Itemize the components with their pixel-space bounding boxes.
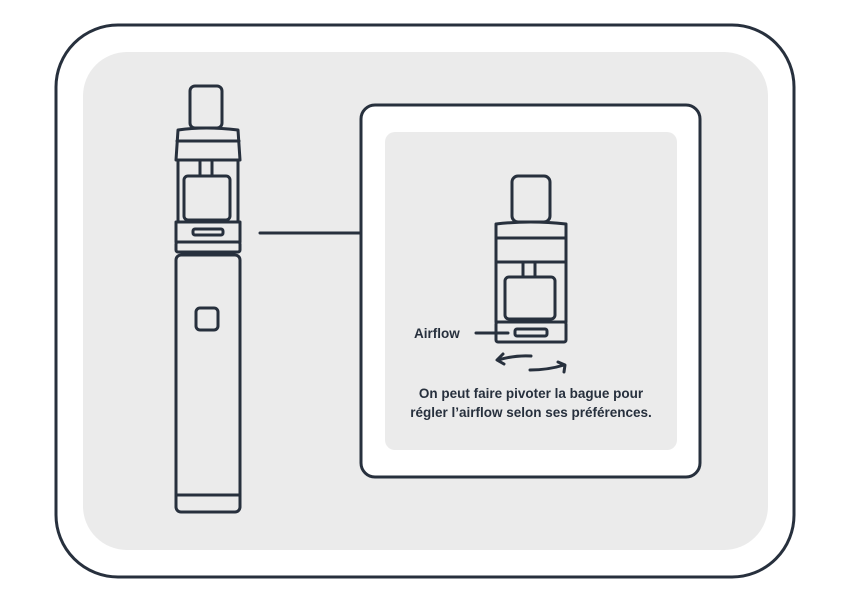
vape-device-full — [174, 84, 242, 514]
airflow-label: Airflow — [414, 326, 460, 341]
rotate-arrows-icon — [495, 352, 567, 374]
zoom-panel — [385, 132, 677, 450]
airflow-slot — [513, 327, 549, 338]
caption-line-2: régler l’airflow selon ses préférences. — [410, 405, 652, 420]
vape-tank-zoomed — [494, 174, 568, 344]
caption-line-1: On peut faire pivoter la bague pour — [419, 386, 644, 401]
fire-button — [194, 306, 220, 332]
